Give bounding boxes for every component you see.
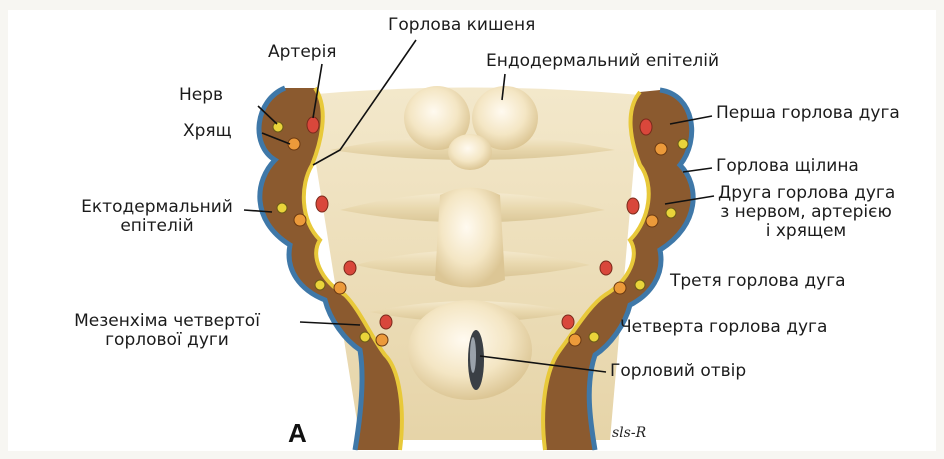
- label-ectoderm-line-2: епітелій: [74, 217, 240, 236]
- nerve-left-4: [360, 332, 370, 342]
- label-ectoderm-line-1: Ектодермальний: [74, 198, 240, 217]
- cartilage-right-3: [614, 282, 626, 294]
- label-second-arch-line-2: з нервом, артерією: [718, 203, 894, 222]
- label-endoderm: Ендодермальний епітелій: [486, 52, 719, 71]
- cartilage-right-4: [569, 334, 581, 346]
- label-cartilage: Хрящ: [183, 122, 232, 141]
- label-pharyngeal-opening: Горловий отвір: [610, 362, 746, 381]
- pharyngeal-opening: [468, 330, 484, 390]
- nerve-left-1: [273, 122, 283, 132]
- cartilage-left-4: [376, 334, 388, 346]
- label-ectoderm: Ектодермальний епітелій: [74, 198, 240, 236]
- cartilage-right-2: [646, 215, 658, 227]
- copula: [435, 188, 505, 288]
- nerve-left-3: [315, 280, 325, 290]
- label-first-arch: Перша горлова дуга: [716, 104, 900, 123]
- artery-left-1: [307, 117, 319, 133]
- artery-right-3: [600, 261, 612, 275]
- nerve-right-4: [589, 332, 599, 342]
- cartilage-left-2: [294, 214, 306, 226]
- label-second-arch-line-3: і хрящем: [718, 222, 894, 241]
- cartilage-left-3: [334, 282, 346, 294]
- label-mesenchyme-line-2: горлової дуги: [36, 331, 298, 350]
- nerve-right-3: [635, 280, 645, 290]
- label-nerve: Нерв: [179, 86, 223, 105]
- artery-left-3: [344, 261, 356, 275]
- artist-signature: sls-R: [612, 425, 646, 441]
- nerve-left-2: [277, 203, 287, 213]
- artery-left-2: [316, 196, 328, 212]
- artery-right-1: [640, 119, 652, 135]
- tuberculum-impar: [448, 134, 492, 170]
- artery-right-4: [562, 315, 574, 329]
- label-mesenchyme: Мезенхіма четвертої горлової дуги: [36, 312, 298, 350]
- nerve-right-2: [666, 208, 676, 218]
- panel-letter: A: [288, 418, 307, 449]
- label-second-arch: Друга горлова дуга з нервом, артерією і …: [718, 184, 894, 241]
- label-artery: Артерія: [268, 43, 337, 62]
- label-pharyngeal-pouch: Горлова кишеня: [388, 16, 535, 35]
- label-second-arch-line-1: Друга горлова дуга: [718, 184, 894, 203]
- artery-left-4: [380, 315, 392, 329]
- label-fourth-arch: Четверта горлова дуга: [620, 318, 827, 337]
- label-third-arch: Третя горлова дуга: [670, 272, 846, 291]
- label-cleft: Горлова щілина: [716, 157, 859, 176]
- artery-right-2: [627, 198, 639, 214]
- nerve-right-1: [678, 139, 688, 149]
- label-mesenchyme-line-1: Мезенхіма четвертої: [36, 312, 298, 331]
- cartilage-right-1: [655, 143, 667, 155]
